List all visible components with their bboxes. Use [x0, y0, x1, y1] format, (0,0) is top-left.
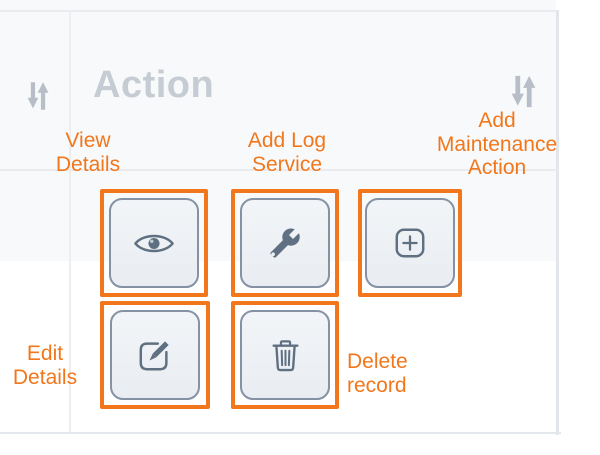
view-details-annotation: View Details — [55, 129, 121, 176]
delete-record-highlight-box — [231, 301, 339, 409]
add-maintenance-action-annotation: Add Maintenance Action — [436, 109, 558, 179]
column-divider-left — [69, 10, 71, 433]
table-top-border — [0, 10, 558, 12]
add-log-service-button[interactable] — [240, 198, 330, 288]
add-log-service-highlight-box — [231, 189, 339, 297]
eye-icon — [134, 234, 174, 252]
edit-details-highlight-box — [100, 301, 210, 409]
sort-arrows-icon[interactable] — [511, 72, 536, 110]
edit-details-annotation: Edit Details — [12, 342, 78, 389]
sort-arrows-icon[interactable] — [27, 79, 49, 112]
plus-square-icon — [395, 228, 425, 258]
add-log-service-annotation: Add Log Service — [247, 129, 327, 176]
view-details-button[interactable] — [109, 198, 199, 288]
action-column-header: Action — [93, 64, 215, 106]
add-maintenance-action-highlight-box — [358, 189, 462, 297]
view-details-highlight-box — [100, 189, 208, 297]
column-divider-right — [556, 10, 559, 435]
wrench-icon — [270, 228, 300, 258]
row-bottom-border — [0, 432, 561, 434]
delete-record-annotation: Delete record — [347, 350, 408, 397]
delete-record-button[interactable] — [240, 310, 330, 400]
trash-icon — [271, 339, 299, 371]
edit-details-button[interactable] — [110, 310, 200, 400]
add-maintenance-action-button[interactable] — [365, 198, 455, 288]
edit-pencil-icon — [139, 341, 169, 371]
header-bottom-border — [0, 169, 558, 171]
